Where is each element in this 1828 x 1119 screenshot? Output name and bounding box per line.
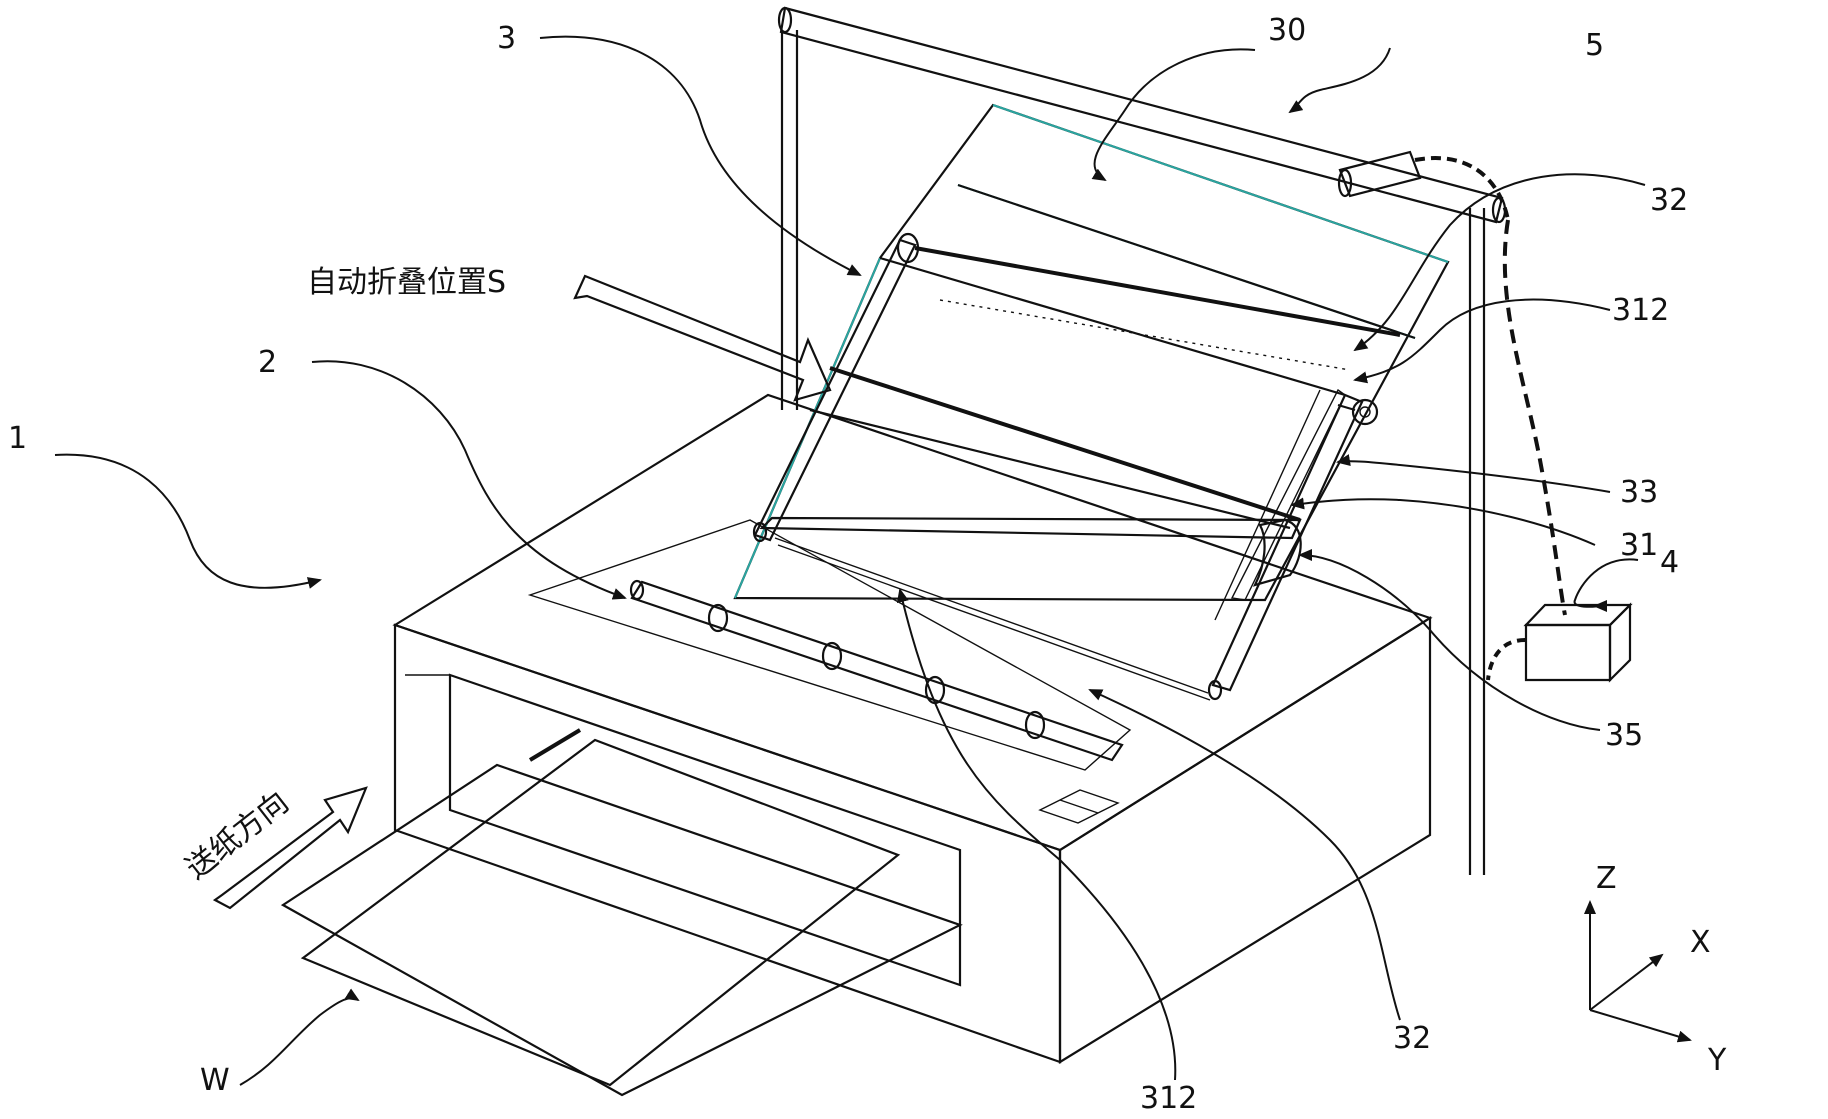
roller <box>631 581 1122 760</box>
axis-x-label: X <box>1690 925 1711 960</box>
axis-y-label: Y <box>1707 1043 1727 1078</box>
label-w: W <box>200 1063 230 1098</box>
label-5: 5 <box>1585 28 1604 63</box>
label-4: 4 <box>1660 545 1679 580</box>
axis-z-label: Z <box>1596 861 1617 896</box>
label-3: 3 <box>497 21 516 56</box>
label-33: 33 <box>1620 475 1658 510</box>
label-35: 35 <box>1605 718 1643 753</box>
frame-stand <box>779 8 1505 875</box>
axis-indicator <box>1590 902 1690 1040</box>
fold-position-arrow <box>575 276 830 400</box>
label-312-top: 312 <box>1612 293 1669 328</box>
camera-unit <box>1339 152 1565 680</box>
leader-lines <box>55 37 1645 1085</box>
label-31: 31 <box>1620 528 1658 563</box>
label-2: 2 <box>258 345 277 380</box>
label-30: 30 <box>1268 13 1306 48</box>
paper-sheets <box>283 730 960 1095</box>
control-box <box>1526 605 1630 680</box>
machine-body <box>395 395 1430 1062</box>
label-32-top: 32 <box>1650 183 1688 218</box>
label-1: 1 <box>8 421 27 456</box>
label-32-bottom: 32 <box>1393 1021 1431 1056</box>
label-312-bottom: 312 <box>1140 1081 1197 1116</box>
fold-position-label: 自动折叠位置S <box>307 265 506 300</box>
feed-direction-label: 送纸方向 <box>179 785 295 886</box>
